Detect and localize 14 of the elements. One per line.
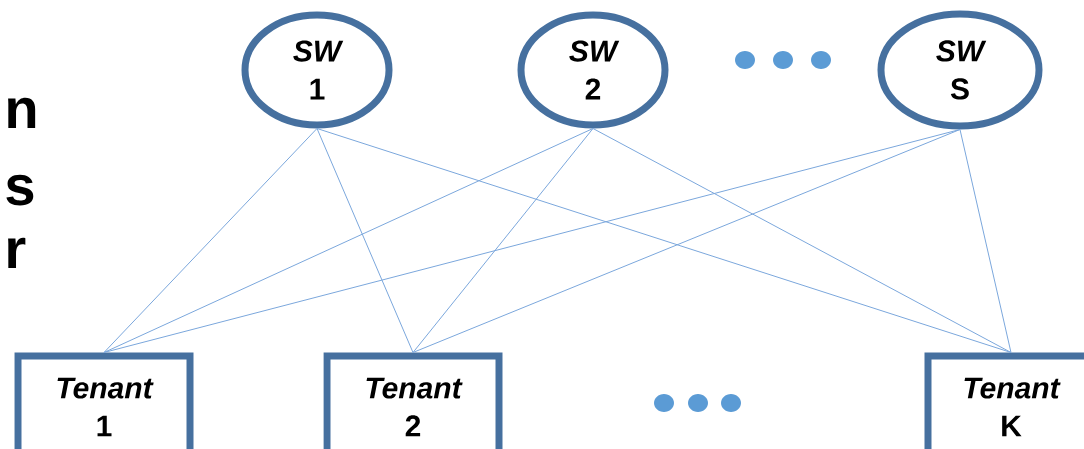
connector-line [316,128,1012,353]
connector-line [412,129,961,353]
tenant-box: Tenant 1 [14,352,194,449]
text-fragment: r [8,237,26,268]
connector-line [103,128,318,353]
connector-line [316,128,414,353]
connector-line [412,128,594,353]
text-fragment: n [8,97,36,128]
tenant-box: Tenant K [924,352,1084,449]
text-fragment: s [6,174,34,206]
connector-line [592,128,1012,353]
connector-line [103,129,961,353]
tenant-box: Tenant 2 [323,352,503,449]
connector-line [959,129,1012,353]
